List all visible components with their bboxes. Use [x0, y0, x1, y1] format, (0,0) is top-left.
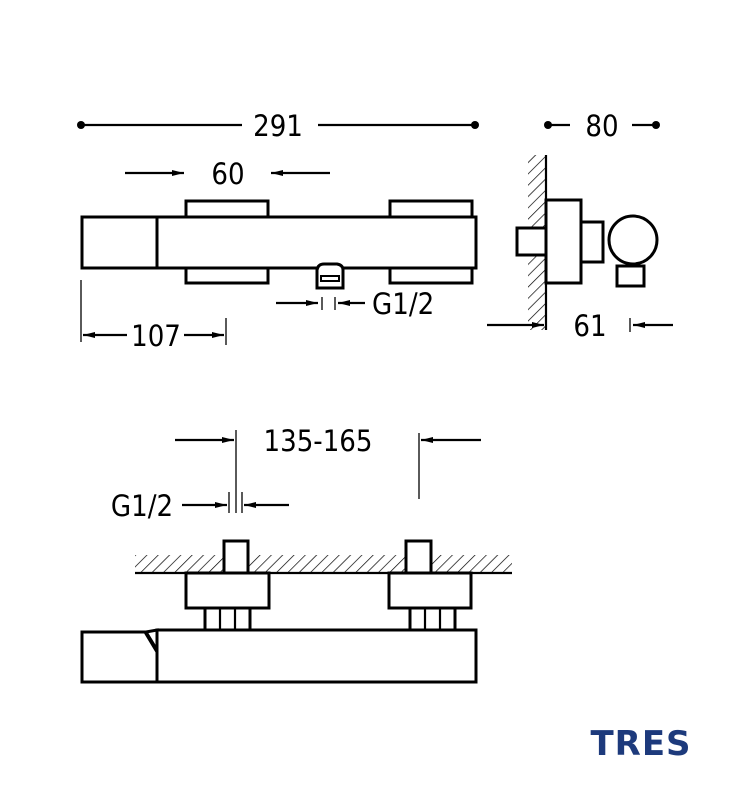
wall-bracket-left — [184, 571, 271, 610]
dim-dot — [544, 121, 552, 129]
dim-overall-length: 291 — [253, 109, 303, 143]
dim-handle-offset: 107 — [131, 319, 181, 353]
outlet-connector-side — [615, 264, 646, 288]
dim-dot — [471, 121, 479, 129]
connector-neck — [579, 220, 605, 264]
tres-logo: TRES — [590, 724, 691, 764]
outlet-thread — [320, 275, 340, 282]
dim-depth: 80 — [585, 109, 618, 143]
handle-bracket-top-left — [184, 199, 270, 220]
inlet-pipe-right — [404, 539, 433, 575]
mixer-body — [155, 215, 478, 270]
dim-inlet-centers: 135-165 — [264, 424, 373, 458]
dim-handle-spacing: 60 — [211, 157, 244, 191]
inlet-pipe — [515, 226, 548, 257]
wall-bracket — [544, 198, 583, 285]
handle-bevel — [143, 628, 159, 656]
dim-dot — [652, 121, 660, 129]
side-view: 80 61 — [487, 109, 673, 343]
top-view: 135-165 G1/2 — [80, 424, 512, 684]
handle-bracket-top-right — [388, 199, 474, 220]
brand-logo-text: TRES — [590, 724, 691, 764]
temperature-handle — [80, 215, 159, 270]
dim-outlet-thread: G1/2 — [372, 287, 434, 321]
wall-bracket-right — [387, 571, 473, 610]
dim-wall-distance: 61 — [573, 309, 606, 343]
mixer-body-top — [155, 628, 478, 684]
dim-inlet-thread: G1/2 — [111, 489, 173, 523]
wall-hatch — [135, 555, 512, 573]
temperature-handle-top — [80, 630, 159, 684]
body-section-circle — [607, 214, 659, 266]
dim-dot — [77, 121, 85, 129]
front-view: 291 60 G1/2 107 — [77, 109, 479, 353]
inlet-pipe-left — [222, 539, 250, 575]
